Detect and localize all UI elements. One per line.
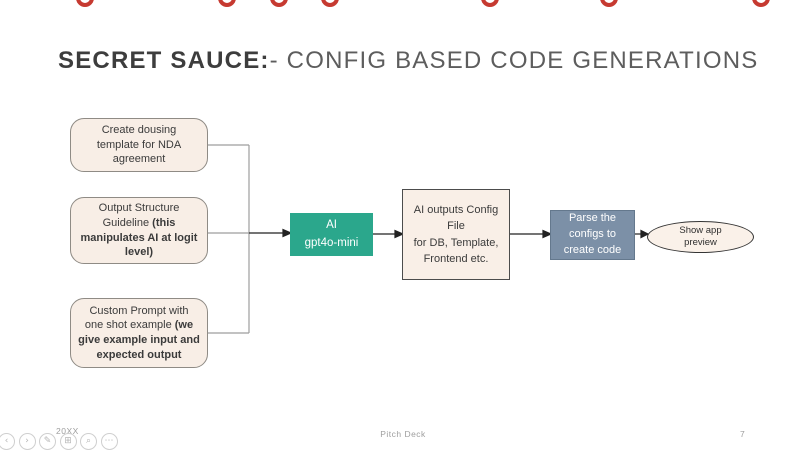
red-arc-marker	[752, 0, 770, 7]
flow-box-line: Custom Prompt with	[89, 304, 189, 317]
flow-box-line: gpt4o-mini	[304, 236, 359, 249]
chevron-left-icon: ‹	[4, 436, 9, 446]
footer-date: 20XX	[56, 426, 79, 436]
red-arc-marker	[218, 0, 236, 7]
slide-title-light: - CONFIG BASED CODE GENERATIONS	[269, 47, 759, 74]
slides-grid-icon: ⊞	[64, 436, 72, 446]
flow-box-output-structure: Output Structure Guideline (this manipul…	[70, 197, 208, 264]
flow-box-line: Parse the	[568, 212, 617, 225]
flow-box-line: agreement	[112, 153, 166, 166]
flow-box-line: preview	[684, 237, 717, 248]
flow-box-line: Frontend etc.	[423, 253, 489, 265]
footer-deck-label: Pitch Deck	[380, 429, 426, 439]
flow-ellipse-show-app-preview: Show app preview	[647, 221, 754, 253]
footer-page-number: 7	[740, 429, 746, 439]
flow-box-line: Output Structure	[98, 202, 180, 215]
red-arc-marker	[481, 0, 499, 7]
slide-title-bold: SECRET SAUCE:	[58, 47, 270, 74]
flow-box-line: Guideline (this	[102, 216, 176, 229]
flow-box-custom-prompt: Custom Prompt with one shot example (we …	[70, 298, 208, 368]
flow-box-line: one shot example (we	[84, 319, 194, 332]
chevron-right-icon: ›	[25, 436, 29, 446]
pen-tools-button[interactable]: ✎	[39, 433, 56, 450]
flow-box-line: give example input and	[78, 334, 200, 346]
flow-box-config-output: AI outputs Config File for DB, Template,…	[402, 189, 510, 280]
more-options-button[interactable]: ⋯	[100, 433, 118, 450]
flow-box-line: Show app	[679, 224, 722, 236]
flow-box-line: File	[447, 220, 465, 232]
flow-box-line: manipulates AI at logit	[80, 231, 198, 244]
flow-box-dousing-template: Create dousing template for NDA agreemen…	[70, 118, 208, 172]
pen-icon: ✎	[43, 436, 52, 446]
flow-box-line: AI outputs Config	[413, 203, 499, 216]
ellipsis-icon: ⋯	[104, 436, 114, 446]
slide-title: SECRET SAUCE:- CONFIG BASED CODE GENERAT…	[58, 47, 778, 75]
next-slide-button[interactable]: ›	[18, 433, 36, 450]
connector-lines	[208, 144, 250, 334]
flow-box-line: Create dousing	[101, 124, 177, 137]
zoom-slide-button[interactable]: ⌕	[80, 433, 97, 450]
red-arc-marker	[600, 0, 618, 7]
see-all-slides-button[interactable]: ⊞	[59, 433, 77, 450]
flow-box-line: template for NDA	[96, 138, 182, 151]
red-arc-marker	[321, 0, 339, 7]
red-arc-marker	[76, 0, 94, 7]
presenter-controls: ‹ › ✎ ⊞ ⌕ ⋯	[0, 433, 118, 450]
flow-box-line: for DB, Template,	[413, 236, 499, 249]
flow-box-line: expected output	[96, 348, 182, 361]
flow-box-parse-configs: Parse the configs to create code	[550, 210, 635, 260]
flow-box-line: level)	[124, 246, 154, 259]
flow-box-line: configs to	[568, 228, 617, 241]
flow-box-ai-gpt4o-mini: AI gpt4o-mini	[290, 213, 373, 256]
flow-box-line: AI	[326, 219, 337, 232]
flow-box-line: create code	[563, 243, 622, 256]
red-arc-marker	[270, 0, 288, 7]
previous-slide-button[interactable]: ‹	[0, 433, 15, 450]
magnifier-icon: ⌕	[85, 436, 92, 446]
